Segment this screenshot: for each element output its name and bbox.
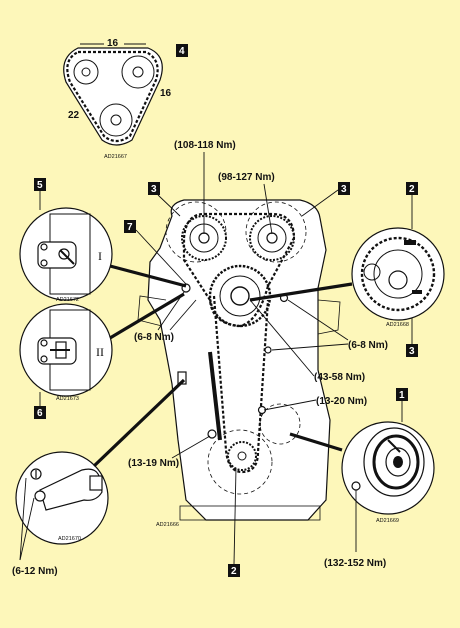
torque-idler: (43-58 Nm) [314,372,365,383]
svg-text:4: 4 [179,46,185,57]
position-label-upper: I [98,249,102,263]
inset-cam-detail: AD21668 [351,227,445,328]
bolt-guide-2 [264,346,272,354]
torque-tensioner: (6-8 Nm) [134,332,174,343]
inset-code: AD21667 [104,154,127,160]
torque-cam-right: (98-127 Nm) [218,172,275,183]
inset5-code: AD21672 [56,297,79,303]
tag-6: 6 [34,406,46,419]
torque-cam-left: (108-118 Nm) [174,140,236,151]
position-label-lower: II [96,345,104,359]
tag-3-left: 3 [148,182,160,195]
tag-5: 5 [34,178,46,191]
inset1-code: AD21669 [376,518,399,524]
torque-guide-lower-left: (13-19 Nm) [128,458,179,469]
svg-text:3: 3 [341,184,347,195]
inset-tensioner-position-2: II AD21673 [19,303,113,402]
crank-sprocket [227,441,257,471]
torque-guide-lower-right: (13-20 Nm) [316,396,367,407]
svg-text:3: 3 [409,346,415,357]
chain-count-top: 16 [107,38,119,49]
tensioner-rail [208,351,222,441]
svg-text:2: 2 [231,566,237,577]
torque-pulley: (132-152 Nm) [324,558,386,569]
inset6-code: AD21673 [56,396,79,402]
inset2-code: AD21668 [386,322,409,328]
upper-chain [182,212,296,328]
inset-chain-links: 16 16 22 AD21667 [63,38,172,160]
tag-2-bottom: 2 [228,564,240,577]
idler-sprocket [208,264,272,328]
tag-3-right: 3 [338,182,350,195]
chain-count-right: 16 [160,88,172,99]
crank-outline [207,429,273,495]
torque-guide-right: (6-8 Nm) [348,340,388,351]
svg-text:3: 3 [151,184,157,195]
tag-3-right-low: 3 [406,344,418,357]
inset-tensioner-position-1: I AD21672 [19,207,113,303]
main-code: AD21666 [156,522,179,528]
engine-block: AD21666 [137,199,341,528]
svg-text:5: 5 [37,180,43,191]
cam-sprocket-right [249,215,295,261]
torque-sensor: (6-12 Nm) [12,566,58,577]
tag-7: 7 [124,220,136,233]
tag-1: 1 [396,388,408,401]
guide-lower-outline [259,403,301,445]
tag-4: 4 [176,44,188,57]
sensor-code: AD21670 [58,536,81,542]
svg-text:6: 6 [37,408,43,419]
svg-text:7: 7 [127,222,133,233]
tag-2-top: 2 [406,182,418,195]
svg-text:2: 2 [409,184,415,195]
chain-count-left: 22 [68,110,80,121]
lower-chain [212,295,270,474]
cam-right-outline [245,201,307,263]
inset-crank-pulley: AD21669 [341,421,435,524]
inset-sensor: AD21670 [15,451,109,545]
svg-text:1: 1 [399,390,405,401]
